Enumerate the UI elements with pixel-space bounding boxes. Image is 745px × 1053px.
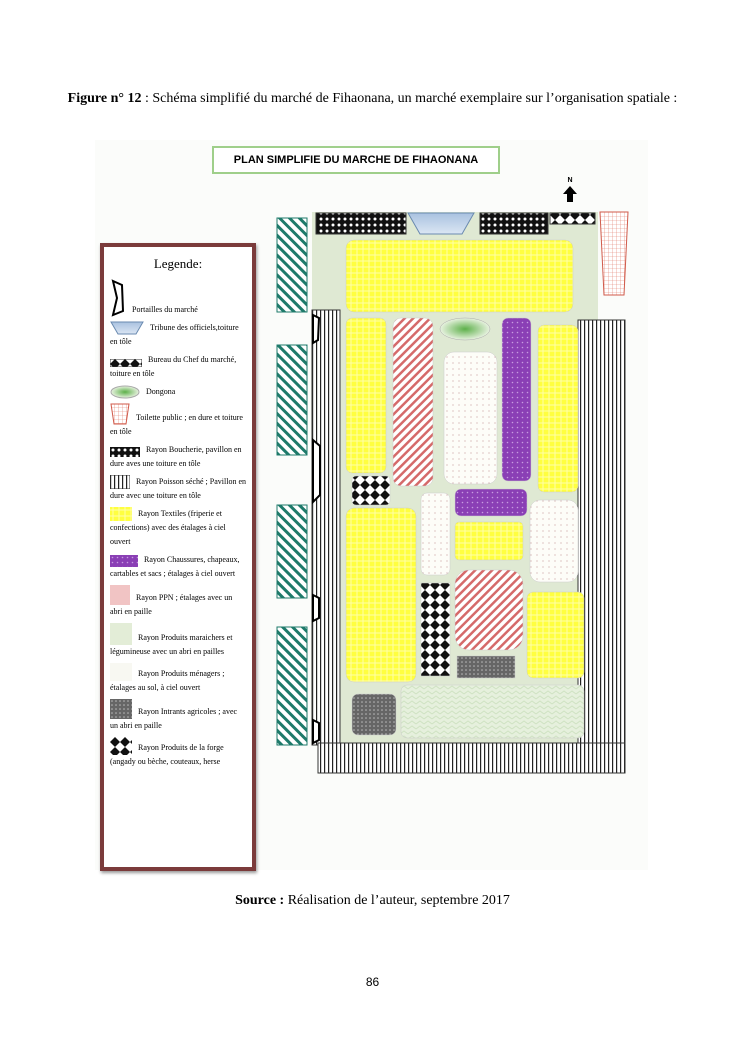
intrants-stall — [456, 655, 516, 679]
maraichers-stall — [400, 684, 585, 739]
toilet-icon — [110, 403, 130, 425]
legend-item: Rayon PPN ; étalages avec un abri en pai… — [104, 585, 252, 619]
source-label: Source : — [235, 893, 285, 908]
bureau-icon — [110, 359, 142, 367]
intrants-stall — [351, 693, 397, 736]
toilette-public — [599, 211, 629, 296]
green-block — [276, 344, 308, 456]
textiles-icon — [110, 507, 132, 521]
chaussures-stall — [454, 488, 528, 517]
textiles-stall — [345, 507, 417, 683]
poisson-seche-left — [311, 309, 341, 746]
textiles-stall — [454, 521, 524, 561]
dongona — [439, 317, 491, 341]
tribune-icon — [110, 321, 144, 335]
north-arrow-icon — [563, 186, 577, 202]
legend-item: Tribune des officiels,toiture en tôle — [110, 321, 239, 346]
chaussures-icon — [110, 555, 138, 567]
legend-item: Rayon Produits de la forge (angady ou bè… — [104, 737, 252, 769]
boucherie-stall — [315, 212, 407, 235]
figure-caption: Figure n° 12 : Schéma simplifié du march… — [60, 90, 685, 108]
legend-item: Rayon Poisson séché ; Pavillon en dure a… — [110, 475, 246, 500]
legend-item: Bureau du Chef du marché, toiture en tôl… — [110, 355, 237, 378]
green-block — [276, 217, 308, 313]
poisson-seche-bottom — [317, 742, 626, 774]
textiles-stall — [537, 324, 579, 493]
legend-item: Rayon Produits maraichers et légumineuse… — [104, 623, 252, 659]
menagers-stall — [443, 351, 498, 485]
ppn-stall — [392, 317, 434, 487]
legend-item: Rayon Textiles (friperie et confections)… — [110, 507, 226, 546]
textiles-stall — [345, 317, 387, 474]
gate-icon — [111, 279, 125, 317]
forge-icon — [110, 737, 132, 755]
caption-label: Figure n° 12 — [67, 91, 142, 106]
green-block — [276, 626, 308, 746]
legend-item: Rayon Boucherie, pavillon en dure aves u… — [110, 445, 242, 468]
poisson-icon — [110, 475, 130, 489]
maraichers-icon — [110, 623, 132, 645]
boucherie-icon — [110, 447, 140, 457]
source-text: Réalisation de l’auteur, septembre 2017 — [284, 893, 510, 908]
green-block — [276, 504, 308, 599]
tribune-officiels — [407, 212, 475, 235]
legend-item: Rayon Chaussures, chapeaux, cartables et… — [110, 555, 240, 578]
legend-title: Legende: — [153, 256, 203, 271]
caption-text: : Schéma simplifié du marché de Fihaonan… — [141, 91, 678, 106]
bureau-chef-marche — [549, 212, 596, 225]
menagers-icon — [110, 663, 132, 681]
legend-item: Rayon Intrants agricoles ; avec un abri … — [104, 699, 252, 733]
poisson-seche-right — [577, 319, 626, 746]
menagers-stall — [420, 492, 451, 576]
forge-stall — [351, 475, 391, 506]
legend-item: Toilette public ; en dure et toiture en … — [104, 403, 252, 439]
figure-source: Source : Réalisation de l’auteur, septem… — [0, 893, 745, 909]
dongona-icon — [110, 385, 140, 399]
intrants-icon — [110, 699, 132, 719]
boucherie-stall — [479, 212, 549, 235]
legend-item: Portailles du marché — [104, 279, 252, 317]
portails — [312, 313, 321, 745]
north-label: N — [567, 177, 572, 184]
chaussures-stall — [501, 317, 532, 482]
legend-item: Dongona — [104, 385, 252, 399]
legend: Legende: Portailles du marché Tribune de… — [100, 243, 256, 871]
ppn-stall — [454, 569, 524, 651]
ppn-icon — [110, 585, 130, 605]
textiles-stall — [345, 239, 574, 313]
forge-stall — [420, 582, 451, 677]
menagers-stall — [529, 499, 579, 583]
plan-title: PLAN SIMPLIFIE DU MARCHE DE FIHAONANA — [212, 146, 500, 174]
legend-item: Rayon Produits ménagers ; étalages au so… — [104, 663, 252, 695]
textiles-stall — [526, 591, 585, 679]
page-number: 86 — [365, 975, 380, 989]
